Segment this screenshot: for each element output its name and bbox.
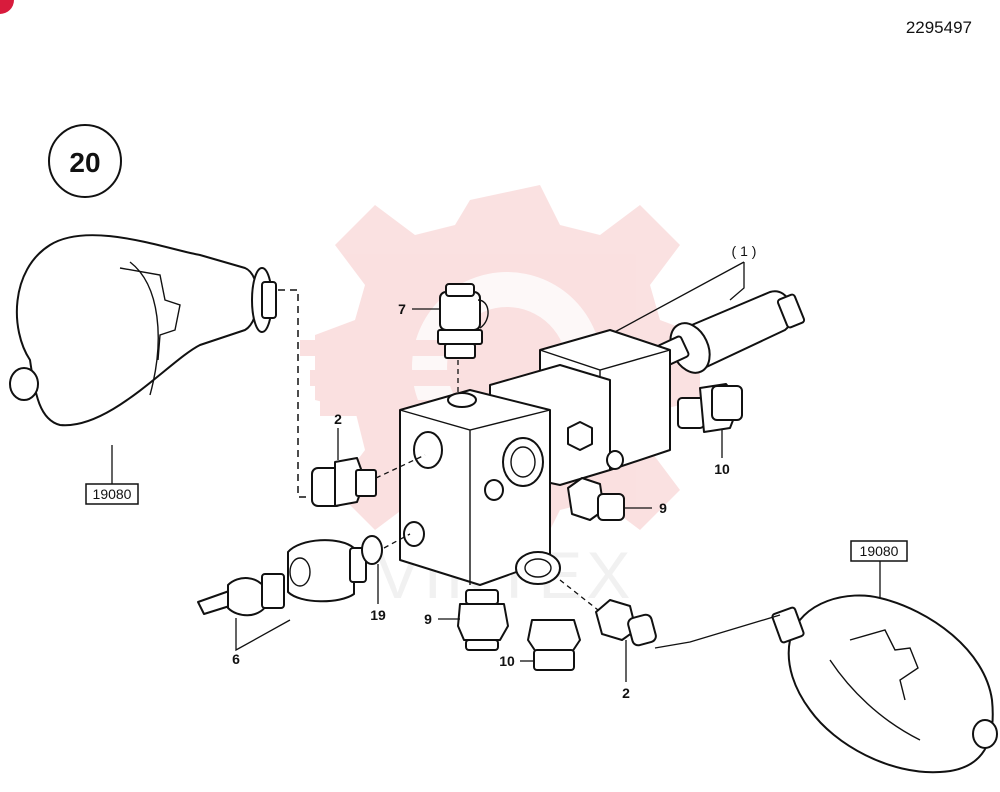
section-number: 20 xyxy=(69,147,100,178)
connection-line-right xyxy=(654,614,781,649)
pressure-switch xyxy=(437,283,489,359)
adapter-10-right xyxy=(677,383,743,433)
connection-line-left xyxy=(278,289,318,498)
label-19080-right: 19080 xyxy=(860,543,899,559)
accumulator-right: 19080 xyxy=(771,540,998,774)
label-9-right: 9 xyxy=(659,500,667,516)
leader-1 xyxy=(729,262,745,301)
label-2-left: 2 xyxy=(334,411,342,427)
corner-badge xyxy=(0,0,14,14)
label-7: 7 xyxy=(398,301,406,317)
adapter-10-bottom xyxy=(527,619,581,671)
fitting-2-right xyxy=(595,599,657,647)
label-10-bottom: 10 xyxy=(499,653,515,669)
label-2-right: 2 xyxy=(622,685,630,701)
label-9-bottom: 9 xyxy=(424,611,432,627)
label-1: ( 1 ) xyxy=(732,243,757,259)
label-19080-left: 19080 xyxy=(93,486,132,502)
plug-9-bottom xyxy=(457,589,509,651)
section-badge: 20 xyxy=(48,124,122,198)
hose-fitting-6 xyxy=(197,539,367,617)
fitting-2-left xyxy=(311,457,377,507)
label-6: 6 xyxy=(232,651,240,667)
plug-9-right xyxy=(567,477,625,521)
solenoid-valve xyxy=(656,290,806,374)
label-19: 19 xyxy=(370,607,386,623)
document-number: 2295497 xyxy=(906,18,972,37)
accumulator-left: 19080 xyxy=(9,234,277,505)
o-ring-19 xyxy=(361,535,383,565)
valve-block xyxy=(399,329,671,586)
label-10-right: 10 xyxy=(714,461,730,477)
